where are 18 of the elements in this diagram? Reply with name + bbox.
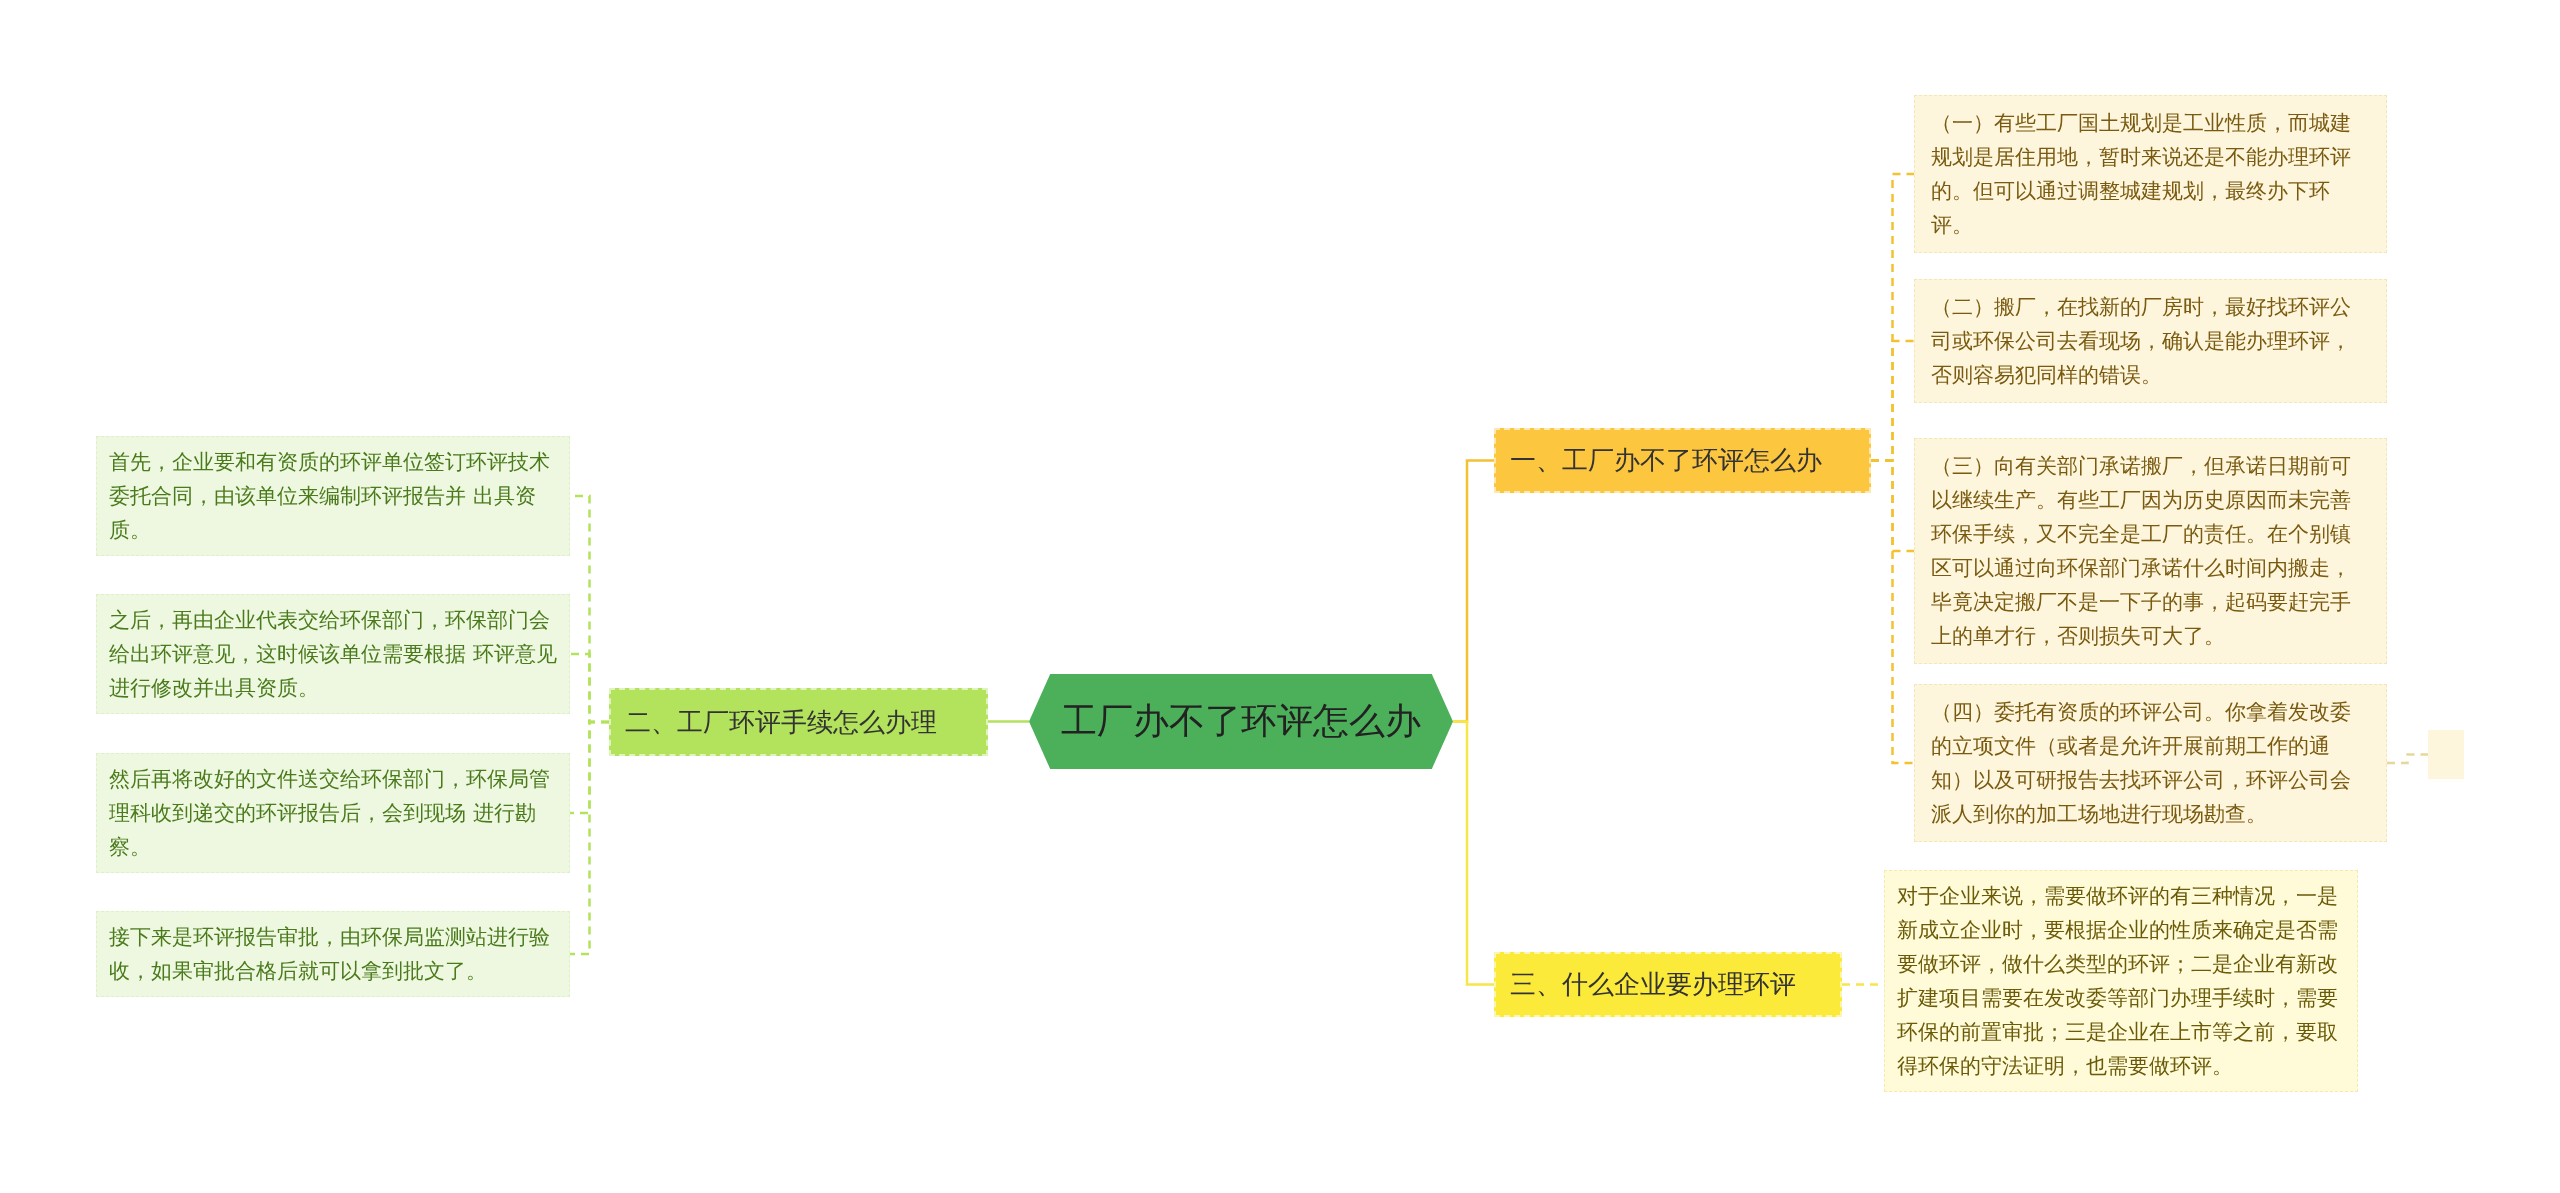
note-box: （二）搬厂，在找新的厂房时，最好找环评公司或环保公司去看现场，确认是能办理环评，否则容易犯同样的错误。 (1914, 279, 2387, 403)
note-box: 接下来是环评报告审批，由环保局监测站进行验收，如果审批合格后就可以拿到批文了。 (96, 911, 570, 997)
note-box: 之后，再由企业代表交给环保部门，环保部门会给出环评意见，这时候该单位需要根据 环评意见进行修改并出具资质。 (96, 594, 570, 714)
branch-topic-box: 二、工厂环评手续怎么办理 (609, 688, 988, 756)
branch-topic-box: 三、什么企业要办理环评 (1494, 952, 1842, 1017)
note-box: 首先，企业要和有资质的环评单位签订环评技术委托合同，由该单位来编制环评报告并 出具资质。 (96, 436, 570, 556)
connector-line (2387, 753, 2428, 765)
note-box: 然后再将改好的文件送交给环保部门，环保局管理科收到递交的环评报告后，会到现场 进行勘察。 (96, 753, 570, 873)
branch-topic-box: 一、工厂办不了环评怎么办 (1494, 428, 1871, 493)
note-box: （三）向有关部门承诺搬厂，但承诺日期前可以继续生产。有些工厂因为历史原因而未完善环保手续，又不完全是工厂的责任。在个别镇区可以通过向环保部门承诺什么时间内搬走，毕竟决定搬厂不是一下子的事，起码要赶完手上的单才行，否则损失可大了。 (1914, 438, 2387, 664)
empty-box (2428, 730, 2464, 779)
note-box: （四）委托有资质的环评公司。你拿着发改委的立项文件（或者是允许开展前期工作的通知）以及可研报告去找环评公司，环评公司会派人到你的加工场地进行现场勘查。 (1914, 684, 2387, 842)
connector-line (1453, 720, 1494, 986)
note-box: （一）有些工厂国土规划是工业性质，而城建规划是居住用地，暂时来说还是不能办理环评的。但可以通过调整城建规划，最终办下环评。 (1914, 95, 2387, 253)
note-box: 对于企业来说，需要做环评的有三种情况，一是新成立企业时，要根据企业的性质来确定是否需要做环评，做什么类型的环评；二是企业有新改扩建项目需要在发改委等部门办理手续时，需要环保的前置审批；三是企业在上市等之前，要取得环保的守法证明，也需要做环评。 (1884, 870, 2358, 1092)
connector-line (988, 720, 1029, 723)
connector-line (1871, 459, 1914, 765)
connector-line (570, 720, 609, 956)
